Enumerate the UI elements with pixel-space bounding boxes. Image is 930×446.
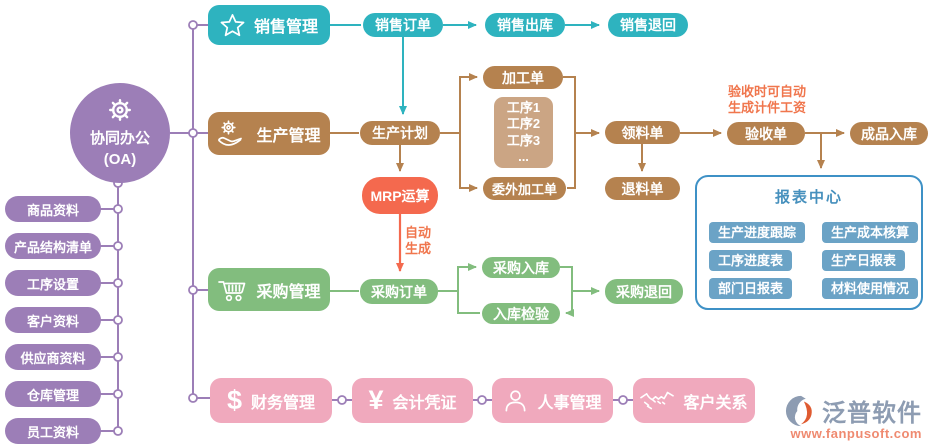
logo-mark-icon [785, 395, 812, 426]
list-item-bom: 产品结构清单 [5, 233, 101, 259]
node-purchase-inbound: 采购入库 [482, 257, 560, 278]
list-item-process-setup: 工序设置 [5, 270, 101, 296]
report-center-right-column: 生产成本核算 生产日报表 材料使用情况 [822, 222, 919, 299]
module-voucher: ¥ 会计凭证 [352, 378, 473, 423]
handshake-icon [640, 389, 675, 412]
logo-website-url[interactable]: www.fanpusoft.com [790, 426, 922, 441]
fanpu-logo: 泛普软件 www.fanpusoft.com [785, 393, 922, 441]
module-purchase-label: 采购管理 [256, 283, 321, 301]
annotation-acceptance-line1: 验收时可自动 [727, 84, 806, 99]
module-finance: $ 财务管理 [210, 378, 332, 423]
node-sales-outbound: 销售出库 [485, 13, 565, 37]
node-inbound-inspection: 入库检验 [482, 303, 560, 324]
list-item-employee-data: 员工资料 [5, 418, 101, 444]
module-crm-label: 客户关系 [683, 394, 748, 412]
module-sales-label: 销售管理 [253, 19, 318, 36]
list-item-customer-data: 客户资料 [5, 307, 101, 333]
star-icon [220, 13, 245, 38]
process-step-2: 工序2 [506, 116, 541, 131]
list-item-supplier-data: 供应商资料 [5, 344, 101, 370]
module-sales: 销售管理 [208, 5, 330, 45]
gear-icon [108, 99, 131, 121]
report-item-production-daily: 生产日报表 [822, 250, 906, 271]
annotation-auto-generate: 自动 生成 [405, 225, 431, 256]
dollar-icon: $ [226, 385, 242, 415]
module-purchase: 采购管理 [208, 268, 330, 311]
module-voucher-label: 会计凭证 [392, 394, 457, 412]
module-finance-label: 财务管理 [251, 394, 316, 412]
annotation-auto-line2: 生成 [405, 240, 432, 256]
node-purchase-order: 采购订单 [360, 279, 438, 304]
module-production: 生产管理 [208, 112, 330, 155]
node-sales-order: 销售订单 [363, 13, 443, 37]
node-material-return: 退料单 [605, 177, 680, 200]
list-item-warehouse-mgmt: 仓库管理 [5, 381, 101, 407]
process-step-1: 工序1 [506, 99, 541, 115]
annotation-acceptance-note: 验收时可自动 生成计件工资 [705, 84, 829, 115]
report-item-process-progress: 工序进度表 [709, 250, 793, 271]
report-item-production-cost: 生产成本核算 [822, 222, 919, 243]
report-center-panel: 报表中心 生产进度跟踪 工序进度表 部门日报表 生产成本核算 生产日报表 材料使… [695, 175, 923, 310]
module-hr: 人事管理 [492, 378, 613, 423]
person-icon [503, 388, 528, 413]
node-production-plan: 生产计划 [360, 121, 440, 145]
logo-company-name: 泛普软件 [822, 400, 922, 427]
annotation-auto-line1: 自动 [405, 225, 432, 240]
node-outsource-order: 委外加工单 [483, 177, 566, 200]
module-crm: 客户关系 [633, 378, 755, 423]
node-mrp-calculation: MRP运算 [362, 177, 438, 214]
node-finished-goods-in: 成品入库 [850, 122, 928, 145]
module-hr-label: 人事管理 [537, 394, 602, 412]
shopping-cart-icon [217, 277, 247, 303]
process-step-3: 工序3 [506, 132, 541, 148]
node-process-order: 加工单 [483, 66, 563, 89]
list-item-goods-data: 商品资料 [5, 196, 101, 222]
oa-title-line2: (OA) [103, 151, 137, 168]
node-sales-return: 销售退回 [608, 13, 688, 37]
process-step-ellipsis: ... [518, 149, 529, 164]
report-center-title: 报表中心 [774, 189, 843, 206]
report-item-production-progress: 生产进度跟踪 [709, 222, 806, 243]
annotation-acceptance-line2: 生成计件工资 [727, 99, 806, 115]
node-purchase-return: 采购退回 [605, 279, 683, 304]
yen-icon: ¥ [368, 385, 384, 415]
oa-hub-circle: 协同办公 (OA) [70, 83, 170, 183]
report-center-left-column: 生产进度跟踪 工序进度表 部门日报表 [709, 222, 806, 299]
report-item-material-usage: 材料使用情况 [822, 278, 919, 299]
node-material-requisition: 领料单 [605, 121, 680, 144]
hand-gear-icon [217, 120, 247, 147]
node-process-steps: 工序1 工序2 工序3 ... [494, 97, 553, 168]
node-acceptance: 验收单 [727, 122, 805, 145]
report-item-department-daily: 部门日报表 [709, 278, 793, 299]
oa-title-line1: 协同办公 [89, 130, 150, 147]
module-production-label: 生产管理 [256, 127, 321, 145]
